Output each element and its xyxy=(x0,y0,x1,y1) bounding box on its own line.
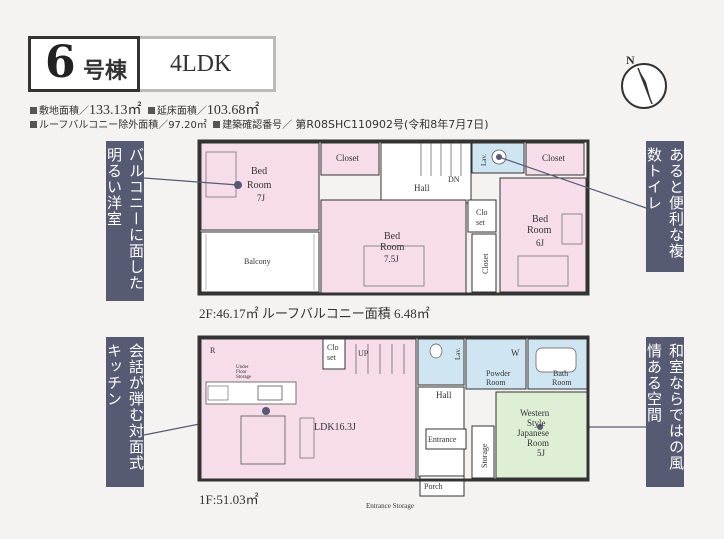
ref-label: R xyxy=(210,346,216,355)
bed2-label-1: Bed xyxy=(384,231,400,242)
permit-label: 建築確認番号／ xyxy=(222,120,293,131)
compass-icon: N xyxy=(621,53,667,109)
layout-type-box: 4LDK xyxy=(140,36,276,92)
info-row-1: 敷地面積／133.13㎡ 延床面積／103.68㎡ xyxy=(30,99,259,119)
bed1-label-3: 7J xyxy=(257,193,266,203)
floor2-plan: Bed Room 7J Closet Hall DN Bed Room 7.5J… xyxy=(197,139,590,296)
powder-label-1: Powder xyxy=(486,369,511,378)
jp-label-3: Japanese xyxy=(517,428,549,438)
house-number: 6 xyxy=(45,37,76,88)
permit-value: 第R08SHC110902号(令和8年7月7日) xyxy=(295,118,489,131)
lav2-label: Lav. xyxy=(480,154,488,166)
info-row-2: ルーフバルコニー除外面積／97.20㎡ 建築確認番号／ 第R08SHC11090… xyxy=(30,116,489,132)
floor1-area-label: 1F:51.03㎡ xyxy=(199,492,259,507)
floor-area-value: 103.68㎡ xyxy=(206,103,260,118)
porch-label: Porch xyxy=(424,482,443,491)
closet3-label: Closet xyxy=(542,153,566,163)
site-area-value: 133.13㎡ xyxy=(89,103,142,118)
clo-small-label-2: set xyxy=(476,218,486,227)
hall2-label: Hall xyxy=(414,183,430,193)
closet1-label: Closet xyxy=(336,153,360,163)
bath-label-2: Room xyxy=(552,378,572,387)
bed2-label-2: Room xyxy=(380,242,405,253)
storage-label: Storage xyxy=(480,443,489,468)
callout-japanese-room: 和室ならではの風情ある空間 xyxy=(645,337,685,487)
lav1-label: Lav. xyxy=(454,348,462,360)
dn-label: DN xyxy=(448,175,460,184)
jp-label-2: Style xyxy=(527,418,546,428)
underfloor-label-2: Floor xyxy=(236,370,247,375)
house-number-box: 6 号棟 xyxy=(28,36,140,92)
bed3-label-1: Bed xyxy=(532,214,548,225)
clo-small-label-1: Clo xyxy=(476,208,488,217)
closet1f-label-2: set xyxy=(327,353,337,362)
floor2-area-label: 2F:46.17㎡ ルーフバルコニー面積 6.48㎡ xyxy=(199,306,430,321)
bed1-label-1: Bed xyxy=(251,166,267,177)
callout-balcony-room: バルコニーに面した明るい洋室 xyxy=(105,141,145,301)
entrance-storage-label: Entrance Storage xyxy=(366,502,414,510)
ldk-label: LDK16.3J xyxy=(314,422,356,433)
callout-dot-kitchen xyxy=(262,407,270,415)
hall1-label: Hall xyxy=(436,390,452,400)
bed3-label-3: 6J xyxy=(536,238,545,248)
closet1f-label-1: Clo xyxy=(327,343,339,352)
balcony-label: Balcony xyxy=(244,257,271,266)
jp-label-1: Western xyxy=(520,408,550,418)
closet-v-label: Closet xyxy=(481,253,490,274)
floor-area-label: 延床面積／ xyxy=(156,106,207,117)
site-area-label: 敷地面積／ xyxy=(39,106,89,117)
bed1-label-2: Room xyxy=(247,180,272,191)
jp-label-4: Room xyxy=(527,438,549,448)
jp-label-5: 5J xyxy=(537,448,546,458)
bed2-label-3: 7.5J xyxy=(384,254,399,264)
callout-dot-japanese xyxy=(537,424,543,430)
compass-label: N xyxy=(626,53,635,67)
underfloor-label-1: Under xyxy=(236,365,249,370)
powder-label-2: Room xyxy=(486,378,506,387)
floor1-plan: R Under Floor Storage Clo set UP Lav. W … xyxy=(197,335,590,510)
entrance-label: Entrance xyxy=(428,435,457,444)
house-suffix: 号棟 xyxy=(83,59,128,84)
w-label: W xyxy=(511,348,520,358)
callout-toilets: あると便利な複数トイレ xyxy=(645,141,685,272)
up-label: UP xyxy=(358,349,369,358)
underfloor-label-3: Storage xyxy=(236,375,252,380)
bath-label-1: Bath xyxy=(553,369,568,378)
roof-balcony-label: ルーフバルコニー除外面積／97.20㎡ xyxy=(39,120,207,131)
layout-type: 4LDK xyxy=(170,51,232,77)
bed3-label-2: Room xyxy=(527,225,552,236)
callout-kitchen: 会話が弾む対面式キッチン xyxy=(105,337,145,487)
